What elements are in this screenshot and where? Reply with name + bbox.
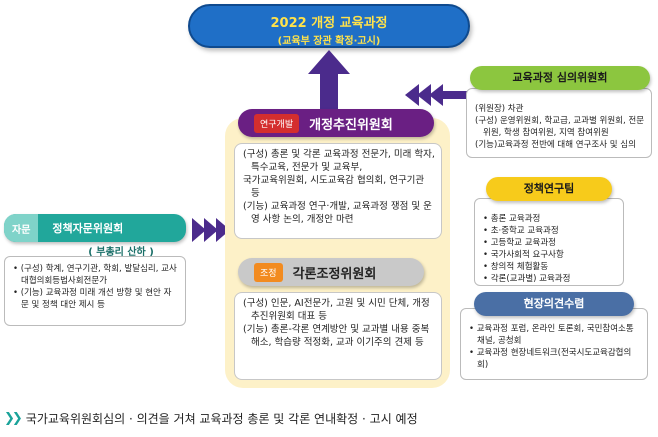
advisory-tag: 자문	[4, 214, 39, 242]
footer-note: ❯❯ 국가교육위원회심의 · 의견을 거쳐 교육과정 총론 및 각론 연내확정 …	[4, 410, 418, 427]
list-item: • 초·중학교 교육과정	[483, 226, 559, 236]
coordination-committee-title: 각론조정위원회	[292, 266, 377, 282]
coordination-committee-details: (구성) 인문, AI전문가, 고원 및 시민 단체, 개정추진위원회 대표 등…	[234, 292, 442, 380]
advisory-committee-title: 정책자문위원회	[52, 222, 124, 235]
field-opinion-title: 현장의견수렴	[474, 292, 634, 316]
banner-title: 2022 개정 교육과정	[270, 16, 388, 31]
list-item: (위원장) 차관	[475, 104, 524, 114]
coordination-tag: 조정	[254, 262, 283, 282]
list-item: • (구성) 학계, 연구기관, 학회, 발달심리, 교사대협의회등법사회전문가	[13, 264, 177, 286]
advisory-committee-details: • (구성) 학계, 연구기관, 학회, 발달심리, 교사대협의회등법사회전문가…	[4, 256, 186, 326]
right-chevron-arrow-icon	[192, 218, 230, 242]
footer-text: 국가교육위원회심의 · 의견을 거쳐 교육과정 총론 및 각론 연내확정 · 고…	[25, 412, 418, 426]
list-item: (기능) 교육과정 연구·개발, 교육과정 쟁점 및 운영 사항 논의, 개정안…	[243, 201, 432, 225]
banner-subtitle: (교육부 장관 확정·고시)	[277, 36, 381, 47]
list-item: • 총론 교육과정	[483, 214, 541, 224]
left-chevron-arrow-icon	[405, 84, 467, 106]
list-item: (기능)교육과정 전반에 대해 연구조사 및 심의	[475, 140, 636, 150]
chevron-right-icon: ❯❯	[4, 411, 23, 426]
deliberation-committee-details: (위원장) 차관 (구성) 운영위원회, 학교급, 교과별 위원회, 전문위원,…	[466, 88, 652, 158]
list-item: 국가교육위원회, 시도교육감 협의회, 연구기관 등	[243, 175, 425, 199]
promotion-committee-details: (구성) 총론 및 각론 교육과정 전문가, 미래 학자, 특수교육, 전문가 …	[234, 143, 442, 239]
policy-team-title: 정책연구팀	[486, 177, 612, 201]
list-item: • 창의적 체험활동	[483, 262, 549, 272]
advisory-committee-subtitle: ( 부총리 산하 )	[88, 247, 154, 258]
field-opinion-details: • 교육과정 포럼, 온라인 토론회, 국민참여소통채널, 공청회 • 교육과정…	[460, 308, 648, 380]
list-item: • 고등학교 교육과정	[483, 238, 556, 248]
list-item: • (기능) 교육과정 미래 개선 방향 및 현안 자문 및 정책 대안 제시 …	[13, 288, 172, 310]
promotion-committee-title: 개정추진위원회	[309, 117, 393, 133]
list-item: • 교육과정 현장네트워크(전국시도교육감협의회)	[469, 348, 632, 370]
advisory-committee-header: 자문 정책자문위원회	[4, 214, 186, 242]
list-item: • 교육과정 포럼, 온라인 토론회, 국민참여소통채널, 공청회	[469, 324, 634, 346]
policy-team-details: • 총론 교육과정 • 초·중학교 교육과정 • 고등학교 교육과정 • 국가사…	[474, 198, 624, 286]
list-item: (기능) 총론-각론 연계방안 및 교과별 내용 중복 해소, 학습량 적정화,…	[243, 324, 430, 348]
list-item: (구성) 인문, AI전문가, 고원 및 시민 단체, 개정추진위원회 대표 등	[243, 298, 430, 322]
list-item: • 국가사회적 요구사항	[483, 250, 564, 260]
list-item: • 각론(교과별) 교육과정	[483, 274, 571, 284]
coordination-committee-header: 조정 각론조정위원회	[238, 258, 424, 286]
up-arrow-icon	[308, 50, 350, 118]
list-item: (구성) 운영위원회, 학교급, 교과별 위원회, 전문위원, 학생 참여위원,…	[475, 116, 645, 138]
promotion-committee-header: 연구개발 개정추진위원회	[238, 109, 434, 137]
research-dev-tag: 연구개발	[254, 113, 300, 133]
final-curriculum-banner: 2022 개정 교육과정 (교육부 장관 확정·고시)	[188, 4, 470, 48]
deliberation-committee-title: 교육과정 심의위원회	[470, 66, 650, 90]
list-item: (구성) 총론 및 각론 교육과정 전문가, 미래 학자, 특수교육, 전문가 …	[243, 149, 435, 173]
